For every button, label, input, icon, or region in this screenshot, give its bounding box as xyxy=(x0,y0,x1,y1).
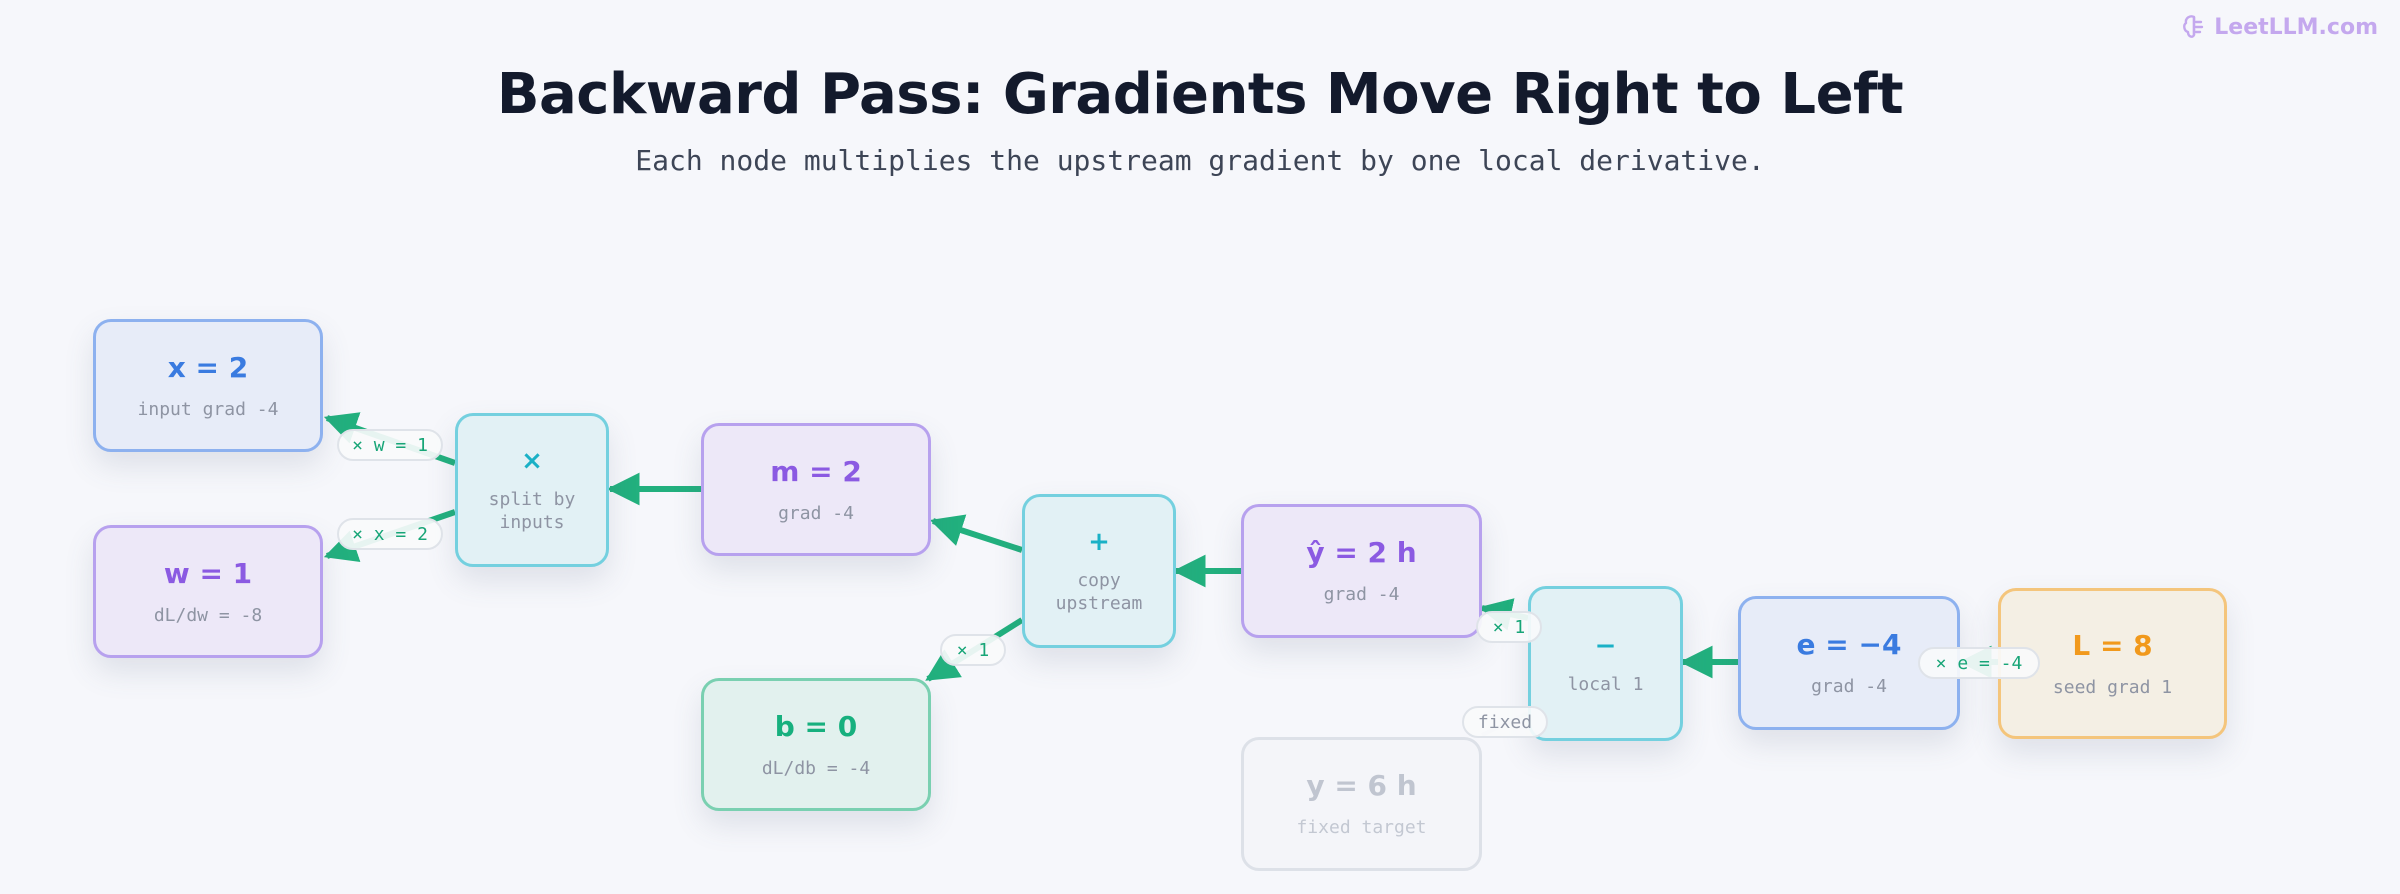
node-add[interactable]: + copy upstream xyxy=(1022,494,1176,648)
node-w-label: w = 1 xyxy=(163,556,253,590)
page-title: Backward Pass: Gradients Move Right to L… xyxy=(496,62,1904,127)
node-mul[interactable]: × split by inputs xyxy=(455,413,609,567)
node-w[interactable]: w = 1 dL/dw = -8 xyxy=(93,525,323,658)
node-m-sub: grad -4 xyxy=(778,502,854,524)
brain-icon xyxy=(2183,15,2204,38)
node-yhat[interactable]: ŷ = 2 h grad -4 xyxy=(1241,504,1482,638)
brand-name: LeetLLM.com xyxy=(2214,14,2378,40)
edge-label-from-yhat: × 1 xyxy=(1476,611,1542,643)
node-y[interactable]: y = 6 h fixed target xyxy=(1241,737,1482,871)
node-e-sub: grad -4 xyxy=(1811,676,1887,697)
edge-label-to-x: × w = 1 xyxy=(337,429,443,461)
node-sub-sub: local 1 xyxy=(1567,673,1644,695)
node-m-label: m = 2 xyxy=(770,454,862,488)
edge-label-to-b: × 1 xyxy=(940,634,1006,666)
node-y-label: y = 6 h xyxy=(1306,769,1417,803)
node-yhat-sub: grad -4 xyxy=(1323,584,1400,605)
brand-logo[interactable]: LeetLLM.com xyxy=(2182,14,2378,40)
node-add-label: + xyxy=(1088,526,1110,557)
node-y-sub: fixed target xyxy=(1296,817,1427,838)
node-x-sub: input grad -4 xyxy=(137,398,279,420)
node-x[interactable]: x = 2 input grad -4 xyxy=(93,319,323,452)
node-w-sub: dL/dw = -8 xyxy=(153,604,263,626)
edge-label-from-L: × e = -4 xyxy=(1918,647,2040,679)
node-e-label: e = −4 xyxy=(1796,628,1902,662)
edge-add-to-m xyxy=(929,514,1023,553)
node-mul-sub: split by inputs xyxy=(488,489,576,533)
node-m[interactable]: m = 2 grad -4 xyxy=(701,423,931,556)
node-sub-label: − xyxy=(1594,630,1617,661)
node-L-label: L = 8 xyxy=(2072,628,2153,662)
node-sub[interactable]: − local 1 xyxy=(1528,586,1683,741)
edge-label-from-y: fixed xyxy=(1462,706,1548,738)
node-add-sub: copy upstream xyxy=(1055,570,1143,614)
node-b-sub: dL/db = -4 xyxy=(761,757,871,779)
node-mul-label: × xyxy=(521,445,543,476)
edge-label-to-w: × x = 2 xyxy=(337,518,443,550)
page-subtitle: Each node multiplies the upstream gradie… xyxy=(635,144,1765,177)
node-x-label: x = 2 xyxy=(167,350,249,384)
node-L-sub: seed grad 1 xyxy=(2052,676,2173,698)
node-b[interactable]: b = 0 dL/db = -4 xyxy=(701,678,931,811)
node-yhat-label: ŷ = 2 h xyxy=(1306,536,1417,570)
node-b-label: b = 0 xyxy=(774,709,858,743)
